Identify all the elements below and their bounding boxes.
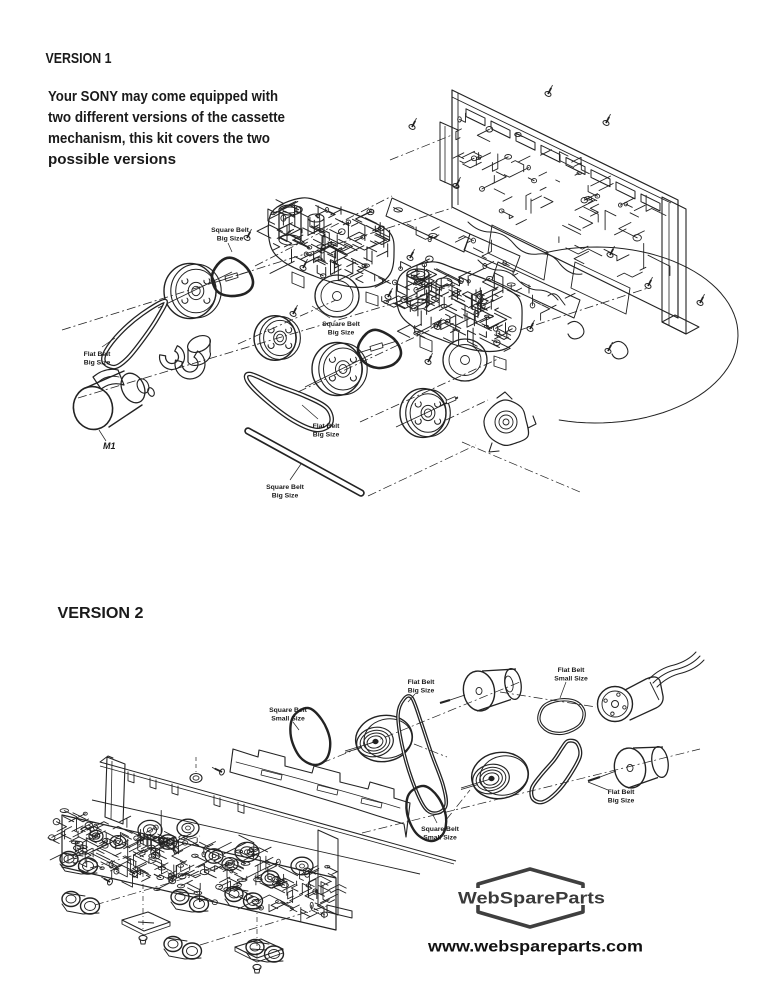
svg-text:Big Size: Big Size (408, 688, 435, 695)
svg-text:Square Belt: Square Belt (266, 484, 305, 491)
svg-text:Square Belt: Square Belt (322, 321, 361, 328)
svg-text:two different versions of the: two different versions of the cassette (48, 110, 285, 126)
svg-text:Flat Belt: Flat Belt (608, 789, 636, 796)
svg-text:Square Belt: Square Belt (269, 707, 308, 714)
svg-text:Flat Belt: Flat Belt (408, 679, 436, 686)
svg-text:WebSpareParts: WebSpareParts (458, 890, 605, 908)
svg-text:Small Size: Small Size (423, 835, 457, 842)
svg-text:Square Belt: Square Belt (421, 826, 460, 833)
svg-text:Big Size: Big Size (313, 432, 340, 439)
svg-text:VERSION 1: VERSION 1 (46, 50, 112, 67)
svg-text:Small Size: Small Size (271, 716, 305, 723)
svg-text:www.webspareparts.com: www.webspareparts.com (427, 939, 643, 956)
svg-text:Big Size: Big Size (84, 360, 111, 367)
svg-text:Small Size: Small Size (554, 676, 588, 683)
svg-text:Flat Belt: Flat Belt (313, 423, 341, 430)
svg-text:Square Belt: Square Belt (211, 227, 250, 234)
svg-text:Big Size: Big Size (328, 330, 355, 337)
svg-text:Big Size: Big Size (272, 493, 299, 500)
svg-text:Big Size: Big Size (608, 798, 635, 805)
svg-text:VERSION 2: VERSION 2 (58, 605, 144, 622)
svg-text:Flat Belt: Flat Belt (84, 351, 112, 358)
svg-text:Flat Belt: Flat Belt (558, 667, 586, 674)
svg-text:M1: M1 (103, 441, 116, 451)
svg-text:mechanism, this kit covers the: mechanism, this kit covers the two (48, 131, 270, 147)
svg-text:Your SONY may come equipped wi: Your SONY may come equipped with (48, 89, 278, 105)
svg-text:possible versions: possible versions (48, 152, 176, 168)
svg-text:Big Size: Big Size (217, 236, 244, 243)
